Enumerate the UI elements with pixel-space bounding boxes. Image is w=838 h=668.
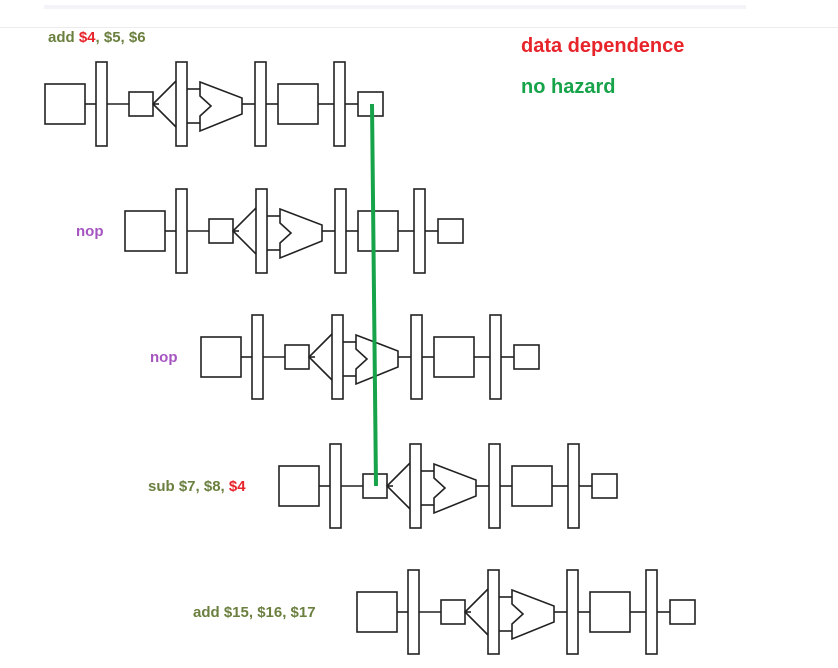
pipeline-row: add $15, $16, $17	[193, 569, 696, 655]
pipeline-register-icon	[645, 569, 658, 655]
instruction-memory-icon	[44, 83, 86, 125]
pipeline-register-icon	[413, 188, 426, 274]
pipeline-register-icon	[95, 61, 108, 147]
alu-icon	[199, 80, 243, 133]
mux-wedge-icon	[385, 462, 411, 510]
pipeline-register-icon	[410, 314, 423, 400]
instruction-label: add $4, $5, $6	[48, 29, 146, 46]
instruction-label-part: $4	[79, 29, 96, 46]
pipeline-row: add $4, $5, $6	[44, 29, 384, 147]
pipeline-row: nop	[150, 314, 540, 400]
instruction-label-part: nop	[76, 223, 104, 240]
alu-icon	[355, 333, 399, 386]
mux-wedge-icon	[307, 333, 333, 381]
pipeline-register-icon	[566, 569, 579, 655]
pipeline-register-icon	[488, 443, 501, 529]
instruction-memory-icon	[200, 336, 242, 378]
writeback-register-icon	[591, 473, 618, 499]
mux-wedge-icon	[151, 80, 177, 128]
pipeline-register-icon	[329, 443, 342, 529]
pipeline-register-icon	[254, 61, 267, 147]
instruction-label-part: add $15, $16, $17	[193, 604, 316, 621]
top-divider	[0, 27, 838, 28]
alu-icon	[511, 588, 555, 641]
pipeline-register-icon	[487, 569, 500, 655]
register-file-icon	[440, 599, 466, 625]
data-memory-icon	[511, 465, 553, 507]
top-scroll-bar	[44, 5, 746, 9]
mux-wedge-icon	[231, 207, 257, 255]
pipeline-register-icon	[407, 569, 420, 655]
writeback-register-icon	[437, 218, 464, 244]
register-file-icon	[284, 344, 310, 370]
instruction-label-part: add	[48, 29, 79, 46]
writeback-register-icon	[513, 344, 540, 370]
instruction-memory-icon	[278, 465, 320, 507]
register-file-icon	[208, 218, 234, 244]
pipeline-register-icon	[333, 61, 346, 147]
instruction-memory-icon	[356, 591, 398, 633]
pipeline-register-icon	[175, 188, 188, 274]
pipeline-register-icon	[175, 61, 188, 147]
pipeline-register-icon	[251, 314, 264, 400]
pipeline-row: nop	[76, 188, 464, 274]
forwarding-line	[370, 103, 378, 487]
instruction-label-part: sub $7, $8,	[148, 478, 229, 495]
register-file-icon	[128, 91, 154, 117]
writeback-register-icon	[669, 599, 696, 625]
pipeline-register-icon	[567, 443, 580, 529]
instruction-label: add $15, $16, $17	[193, 604, 316, 621]
nop-label: nop	[76, 223, 104, 240]
pipeline-register-icon	[409, 443, 422, 529]
pipeline-register-icon	[255, 188, 268, 274]
data-memory-icon	[589, 591, 631, 633]
instruction-memory-icon	[124, 210, 166, 252]
legend-no-hazard: no hazard	[521, 76, 615, 98]
mux-wedge-icon	[463, 588, 489, 636]
data-memory-icon	[357, 210, 399, 252]
legend-data-dependence: data dependence	[521, 35, 684, 57]
pipeline-register-icon	[331, 314, 344, 400]
instruction-label-part: nop	[150, 349, 178, 366]
instruction-label-part: , $5, $6	[96, 29, 146, 46]
pipeline-row: sub $7, $8, $4	[148, 443, 618, 529]
instruction-label: sub $7, $8, $4	[148, 478, 246, 495]
alu-icon	[279, 207, 323, 260]
instruction-label-part: $4	[229, 478, 246, 495]
data-memory-icon	[433, 336, 475, 378]
pipeline-register-icon	[489, 314, 502, 400]
alu-icon	[433, 462, 477, 515]
data-memory-icon	[277, 83, 319, 125]
nop-label: nop	[150, 349, 178, 366]
pipeline-register-icon	[334, 188, 347, 274]
